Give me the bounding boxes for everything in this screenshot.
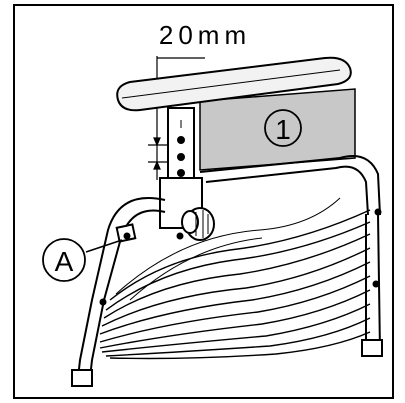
dimension-lines: [148, 56, 205, 180]
armrest-post: [159, 107, 203, 229]
armrest-pad: [116, 56, 352, 112]
attachment-callout: A: [42, 238, 123, 282]
panel-number: 1: [275, 114, 291, 145]
panel-callout: 1: [264, 109, 302, 147]
adjustment-knob: [176, 207, 215, 241]
side-panel: [199, 88, 356, 171]
frame-tube: [199, 155, 383, 357]
attachment-letter: A: [55, 246, 74, 277]
diagram-border: [13, 4, 394, 399]
clothing-guard: [99, 197, 371, 360]
front-frame: [71, 197, 166, 387]
dimension-label: 20mm: [159, 20, 251, 50]
